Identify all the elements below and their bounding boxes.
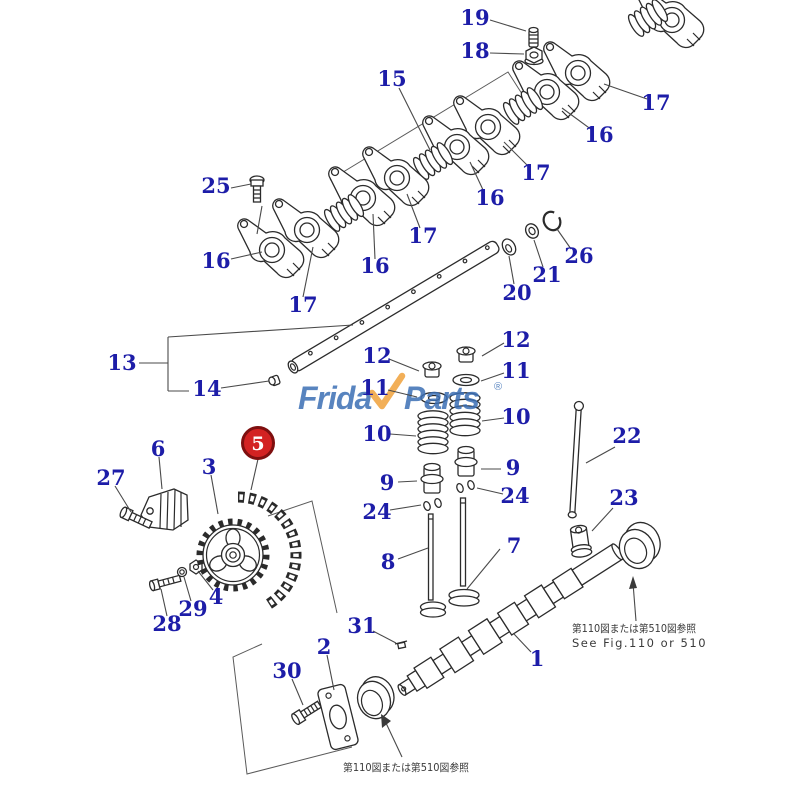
part-label-31: 31 [347,613,376,638]
part-label-18: 18 [460,38,489,63]
watermark-check-icon [368,372,406,410]
part-label-6: 6 [151,436,166,461]
shaft-cap-drawing [501,238,517,256]
snap-ring-drawing [542,210,562,232]
watermark: Frida Parts ® [298,372,502,416]
part-label-23: 23 [609,485,638,510]
pushrod-drawing [567,400,585,519]
part-label-9: 9 [380,470,395,495]
cam-bushing-right-drawing [618,521,661,570]
part-label-10: 10 [501,404,530,429]
spring-seat-drawing [420,391,448,405]
part-label-16: 16 [475,185,504,210]
highlight-badge-number: 5 [251,433,264,455]
part-label-14: 14 [192,376,221,401]
valve-spring-left-group [417,361,449,512]
part-label-4: 4 [209,584,224,609]
valve-spring-right-group [449,346,481,494]
washer-drawing [524,223,540,239]
part-label-27: 27 [96,465,125,490]
part-label-1: 1 [530,646,545,671]
part-label-17: 17 [641,90,670,115]
leader-lines [114,19,648,706]
watermark-text-right: Parts [404,380,479,416]
part-label-17: 17 [408,223,437,248]
part-label-21: 21 [532,262,561,287]
part-label-16: 16 [201,248,230,273]
cam-bushing-bottom-drawing [356,676,395,720]
part-label-24: 24 [500,483,529,508]
sprocket-washer-drawing [176,566,188,578]
cam-key-drawing [394,640,408,650]
part-label-8: 8 [381,549,396,574]
spring-seat-drawing [452,373,480,387]
part-label-3: 3 [202,454,217,479]
spring-cap-drawing [456,346,476,363]
adjust-stud-drawing [528,26,539,48]
valve-spring-drawing [417,410,449,455]
cam-sprocket-drawing [196,518,270,592]
rocker-shaft-drawing [287,240,500,374]
adjust-nut-drawing [524,46,544,66]
part-label-19: 19 [460,5,489,30]
timing-chain-drawing [237,491,302,609]
mount-bolt-drawing [249,175,265,235]
note-right-en: See Fig.110 or 510 [572,636,707,650]
part-label-24: 24 [362,499,391,524]
part-label-11: 11 [360,375,389,400]
part-label-2: 2 [317,634,332,659]
spring-cap-drawing [422,361,442,378]
camshaft-drawing [397,543,624,696]
plate-bolt-drawing [291,700,323,726]
part-label-26: 26 [564,243,593,268]
valve-collets-drawing [423,497,442,512]
part-label-15: 15 [377,66,406,91]
part-label-28: 28 [152,611,181,636]
watermark-text-left: Frida [298,380,371,416]
note-right-jp: 第110図または第510図参照 [572,622,696,635]
reference-notes: 第110図または第510図参照 See Fig.110 or 510 第110図… [343,622,707,774]
note-bottom-jp: 第110図または第510図参照 [343,761,469,774]
part-label-10: 10 [362,421,391,446]
part-label-16: 16 [360,253,389,278]
part-label-16: 16 [584,122,613,147]
part-label-12: 12 [501,327,530,352]
part-label-17: 17 [521,160,550,185]
tappet-drawing [569,524,593,558]
part-label-9: 9 [506,455,521,480]
highlight-badge-5: 5 [241,426,275,460]
registered-mark: ® [494,381,502,393]
sprocket-bolt-drawing [148,574,182,592]
chain-guide-drawing [140,488,189,531]
reference-arrows [381,576,637,758]
part-label-30: 30 [272,658,301,683]
part-label-17: 17 [288,292,317,317]
part-label-29: 29 [178,596,207,621]
valve-drawing-8 [419,513,447,618]
shaft-plug-drawing [268,374,281,387]
part-label-25: 25 [201,173,230,198]
part-label-7: 7 [507,533,522,558]
thrust-plate-drawing [317,683,359,751]
part-label-12: 12 [362,343,391,368]
valve-guide-drawing [454,445,478,477]
part-label-20: 20 [502,280,531,305]
valve-collets-drawing [456,479,475,494]
part-label-13: 13 [107,350,136,375]
valve-guide-drawing [420,462,444,494]
part-label-22: 22 [612,423,641,448]
part-labels: 19 18 17 16 15 17 16 25 16 17 16 17 26 2… [96,5,670,683]
part-label-11: 11 [501,358,530,383]
valve-drawing-7 [448,497,480,607]
